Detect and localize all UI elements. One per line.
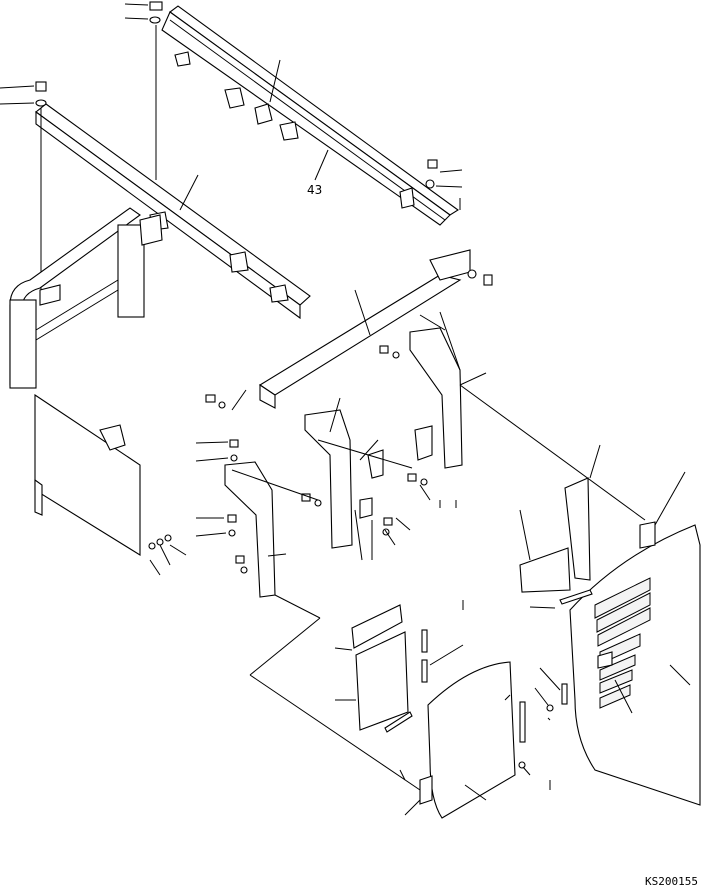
center-crossbeam bbox=[258, 249, 493, 409]
fasteners bbox=[205, 159, 438, 574]
grille-slots bbox=[594, 577, 651, 709]
left-frame bbox=[9, 207, 163, 389]
top-hardware bbox=[124, 1, 163, 180]
leader-lines bbox=[149, 59, 691, 816]
center-upright bbox=[304, 409, 384, 549]
drawing-code: KS200155 bbox=[645, 875, 698, 888]
right-grille-panel bbox=[569, 524, 701, 806]
panel-bolts bbox=[148, 534, 172, 550]
left-top-hardware bbox=[0, 81, 47, 290]
left-side-panel bbox=[34, 393, 141, 556]
lower-pads bbox=[351, 604, 568, 769]
top-beam-assembly bbox=[161, 5, 459, 226]
left-beam-assembly bbox=[35, 103, 311, 320]
right-upright bbox=[409, 327, 463, 469]
lower-curved-panel bbox=[419, 661, 516, 819]
part-number-43: 43 bbox=[307, 183, 322, 197]
lower-left-upright bbox=[224, 461, 276, 598]
right-pads bbox=[519, 477, 656, 605]
